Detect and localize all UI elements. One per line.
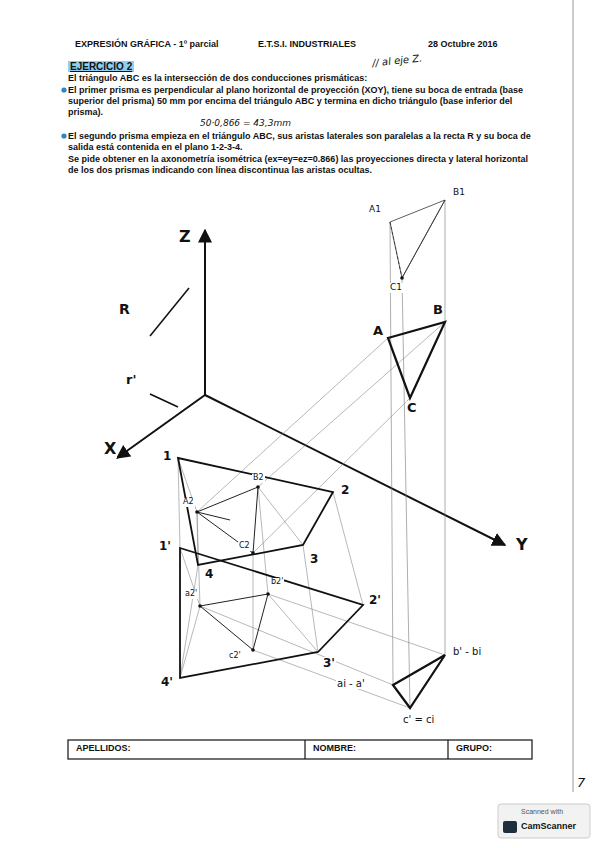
point-label: B2 (252, 474, 265, 483)
watermark: Scanned with (521, 808, 563, 816)
triangle-abc (388, 322, 445, 708)
scanner-badge (498, 804, 590, 838)
page-number: 7 (577, 776, 585, 790)
plane-1234 (178, 458, 363, 678)
axis-label: Y (515, 536, 529, 554)
line-label: R (118, 302, 131, 317)
watermark: CamScanner (521, 822, 576, 832)
point-label: B (432, 303, 444, 317)
handwritten-note: 50·0,866 = 43,3mm (200, 119, 291, 129)
header-text: 28 Octubre 2016 (428, 40, 498, 50)
footer-field: APELLIDOS: (76, 744, 131, 754)
scanner-icon (503, 821, 517, 833)
line-label: r' (125, 373, 137, 387)
callout-number: 4' (160, 676, 174, 689)
callout-number: 2' (368, 594, 382, 607)
footer-field: GRUPO: (456, 744, 492, 754)
point-label: c2' (228, 652, 242, 661)
exercise-title: EJERCICIO 2 (68, 61, 134, 72)
axis-label: Z (178, 228, 192, 246)
callout-number: 1' (158, 540, 172, 553)
page-edge (573, 0, 574, 792)
callout-number: 1 (162, 450, 172, 463)
point-label: c' = ci (402, 714, 435, 725)
point-label: B1 (452, 188, 466, 198)
footer-field: NOMBRE: (313, 744, 356, 754)
axis-label: X (103, 440, 117, 458)
statement: El triángulo ABC es la intersección de d… (68, 73, 540, 177)
statement-paragraph: Se pide obtener en la axonometría isomét… (68, 154, 540, 176)
point-label: C2 (238, 542, 251, 551)
statement-paragraph: El triángulo ABC es la intersección de d… (68, 73, 540, 84)
header-text: EXPRESIÓN GRÁFICA - 1º parcial (75, 40, 219, 50)
bullet-mark (61, 87, 66, 92)
triangle-top (390, 200, 445, 278)
point-label: A2 (182, 498, 195, 507)
construction-lines (178, 322, 445, 708)
point-label: C (406, 401, 418, 415)
point-label: C1 (389, 283, 403, 293)
point-label: A1 (368, 205, 382, 215)
point-label: b' - bi (452, 646, 482, 657)
point-label: b2' (270, 578, 284, 587)
callout-number: 4 (204, 568, 214, 581)
statement-paragraph: El segundo prisma empieza en el triángul… (68, 131, 540, 153)
footer-table (68, 740, 532, 759)
axes (117, 230, 505, 545)
line-r (150, 288, 189, 407)
bullet-mark (61, 133, 66, 138)
callout-number: 2 (340, 484, 350, 497)
handwritten-note: // al eje Z. (372, 52, 423, 68)
projection-lines (390, 200, 445, 708)
callout-number: 3' (322, 657, 336, 670)
callout-number: 3 (309, 553, 319, 566)
point-label: a2' (184, 590, 198, 599)
point-label: A (372, 324, 384, 338)
header-text: E.T.S.I. INDUSTRIALES (258, 40, 356, 50)
statement-paragraph: El primer prisma es perpendicular al pla… (68, 85, 540, 118)
section-triangles (197, 487, 268, 650)
point-label: ai - a' (336, 678, 366, 689)
